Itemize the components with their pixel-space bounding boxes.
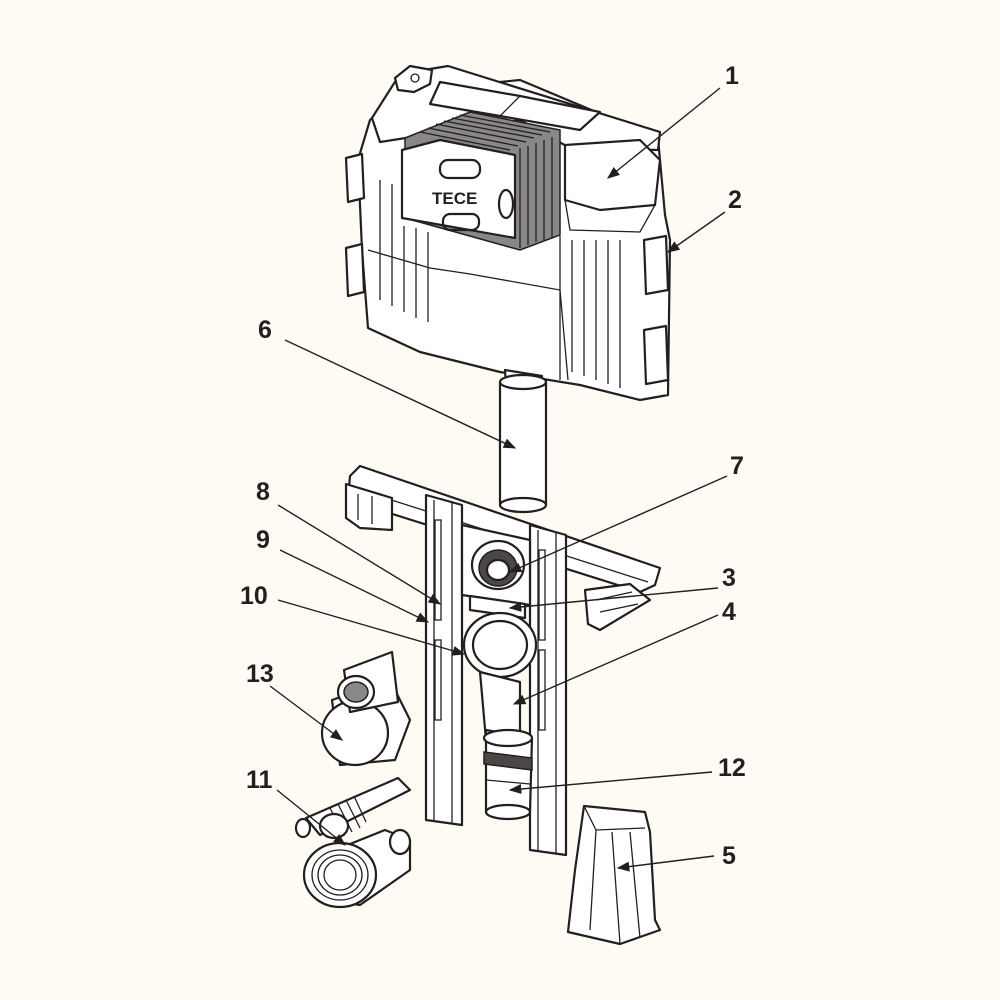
callout-3: 3 [722,564,736,592]
leader-13 [269,685,344,741]
leader-3 [508,587,719,612]
callout-4: 4 [722,598,736,626]
drain-pipe [482,728,534,821]
cistern: TECE [344,64,672,402]
leader-1 [607,87,721,179]
callout-8: 8 [256,478,270,506]
leader-11 [276,789,346,846]
callout-11: 11 [246,766,273,794]
reducer-fitting [320,650,412,767]
leader-9 [279,549,430,623]
leader-5 [616,855,715,872]
leader-8 [277,504,442,605]
leader-lines [269,87,728,872]
callout-9: 9 [256,526,270,554]
connector-set [294,776,412,909]
callout-7: 7 [730,452,744,480]
callout-6: 6 [258,316,272,344]
leader-6 [284,339,517,449]
leader-7 [508,475,728,573]
callout-2: 2 [728,186,742,214]
leader-2 [666,211,726,253]
leader-12 [508,771,713,795]
leader-4 [512,614,719,705]
callout-10: 10 [240,582,268,610]
waste-elbow [462,611,538,747]
callout-5: 5 [722,842,736,870]
callout-labels: 1 2 3 4 5 6 7 8 9 10 11 12 13 [240,62,746,870]
flush-pipe [498,373,548,514]
callout-13: 13 [246,660,274,688]
protection-bag [566,804,662,946]
callout-1: 1 [725,62,739,90]
leader-10 [277,599,466,656]
callout-12: 12 [718,754,746,782]
cistern-brand-label: TECE [432,189,477,208]
flush-bend-inlet [470,539,526,591]
